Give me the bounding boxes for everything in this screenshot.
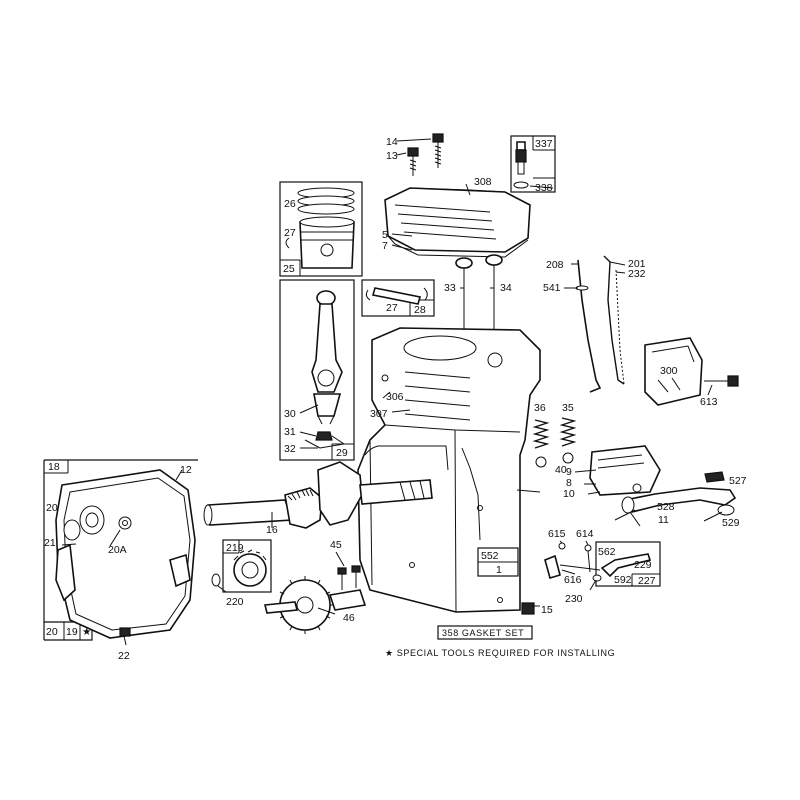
label-308: 308: [474, 176, 492, 188]
spark-plug-337: [510, 135, 556, 193]
label-40: 40: [555, 464, 567, 476]
label-306: 306: [386, 391, 404, 403]
label-19-star: ★: [82, 626, 92, 638]
label-20-cover: 20: [46, 626, 58, 638]
label-20-seal: 20: [46, 502, 58, 514]
label-46: 46: [343, 612, 355, 624]
label-12: 12: [180, 464, 192, 476]
label-1: 1: [496, 564, 502, 576]
label-528: 528: [657, 501, 675, 513]
label-30: 30: [284, 408, 296, 420]
label-21: 21: [44, 537, 56, 549]
piston-ring-set-25: [279, 181, 363, 277]
breather-assembly: [574, 445, 661, 496]
label-300: 300: [660, 365, 678, 377]
label-45: 45: [330, 539, 342, 551]
valves: [455, 254, 503, 340]
label-25: 25: [283, 263, 295, 275]
label-337: 337: [535, 138, 553, 150]
label-562: 562: [598, 546, 616, 558]
label-34: 34: [500, 282, 512, 294]
label-27-rings: 27: [284, 227, 296, 239]
cam-gear-219: [211, 539, 272, 593]
label-35: 35: [562, 402, 574, 414]
label-552: 552: [481, 550, 499, 562]
label-529: 529: [722, 517, 740, 529]
label-9: 9: [566, 466, 572, 478]
head-bolts: [396, 133, 444, 176]
label-527: 527: [729, 475, 747, 487]
gasket-set-box: [437, 625, 533, 640]
label-11: 11: [658, 514, 669, 526]
label-36: 36: [534, 402, 546, 414]
cylinder-block: [357, 327, 541, 613]
label-26: 26: [284, 198, 296, 210]
label-615: 615: [548, 528, 566, 540]
label-616: 616: [564, 574, 582, 586]
label-201: 201: [628, 258, 646, 270]
label-22: 22: [118, 650, 130, 662]
label-229: 229: [634, 559, 652, 571]
label-219: 219: [226, 542, 244, 554]
label-307: 307: [370, 408, 388, 420]
label-13: 13: [386, 150, 398, 162]
leader-lines: [61, 183, 724, 646]
label-18: 18: [48, 461, 60, 473]
crankshaft-16: [203, 461, 433, 529]
label-592: 592: [614, 574, 632, 586]
connecting-rod-29: [279, 279, 355, 461]
label-227: 227: [638, 575, 656, 587]
special-tools-note: ★ SPECIAL TOOLS REQUIRED FOR INSTALLING: [385, 648, 615, 658]
label-gasket-set: 358 GASKET SET: [442, 628, 524, 638]
camshaft-gear-46: [263, 565, 367, 634]
label-5: 5: [382, 229, 388, 241]
governor-links: [575, 255, 625, 393]
oil-plug-15: [521, 602, 535, 615]
part-labels: 14 13 337 338 308 5 7 26 27 25 27 28 33 …: [44, 136, 747, 662]
air-guide-300: [644, 337, 739, 406]
label-230: 230: [565, 593, 583, 605]
label-33: 33: [444, 282, 456, 294]
label-208: 208: [546, 259, 564, 271]
label-15: 15: [541, 604, 553, 616]
label-541: 541: [543, 282, 561, 294]
label-10: 10: [563, 488, 575, 500]
label-14: 14: [386, 136, 398, 148]
valve-springs: [532, 417, 577, 468]
part-box-552: [477, 547, 519, 577]
label-614: 614: [576, 528, 594, 540]
governor-lever-227: [544, 541, 661, 587]
label-338: 338: [535, 182, 553, 194]
label-27-pin: 27: [386, 302, 398, 314]
label-8: 8: [566, 477, 572, 489]
cylinder-head-308: [384, 187, 531, 258]
label-19: 19: [66, 626, 78, 638]
label-20A: 20A: [108, 544, 127, 556]
label-613: 613: [700, 396, 718, 408]
label-7: 7: [382, 240, 388, 252]
label-31: 31: [284, 426, 296, 438]
label-29: 29: [336, 447, 348, 459]
label-32: 32: [284, 443, 296, 455]
label-16: 16: [266, 524, 278, 536]
label-220: 220: [226, 596, 244, 608]
wrist-pin-28: [361, 279, 435, 317]
crankcase-cover-18: [43, 459, 198, 641]
label-232: 232: [628, 268, 646, 280]
label-28: 28: [414, 304, 426, 316]
